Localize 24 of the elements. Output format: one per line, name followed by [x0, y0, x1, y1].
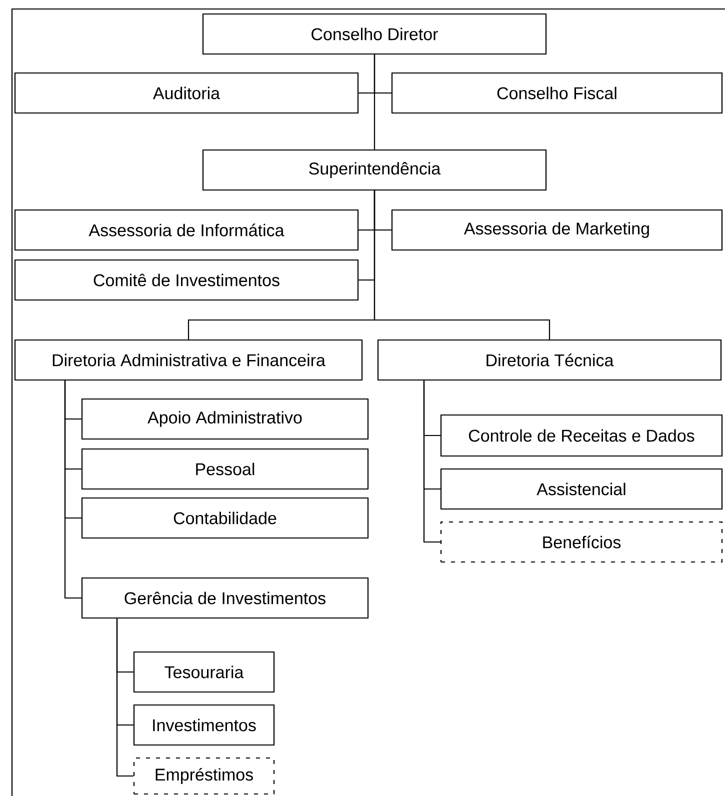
unit-box: Comitê de Investimentos — [14, 259, 359, 301]
unit-box: Conselho Diretor — [202, 13, 547, 55]
unit-box: Superintendência — [202, 149, 547, 191]
unit-box: Investimentos — [133, 704, 275, 746]
unit-box: Tesouraria — [133, 651, 275, 693]
unit-box: Benefícios — [440, 521, 723, 563]
connector-line — [116, 618, 134, 777]
unit-box: Assistencial — [440, 468, 723, 510]
unit-box: Apoio Administrativo — [81, 398, 369, 440]
unit-box: Auditoria — [14, 72, 359, 114]
unit-box: Conselho Fiscal — [391, 72, 723, 114]
connector-line — [64, 380, 82, 599]
connector-line — [374, 54, 376, 150]
unit-box: Empréstimos — [133, 757, 275, 795]
unit-box: Contabilidade — [81, 497, 369, 539]
unit-box: Diretoria Administrativa e Financeira — [14, 339, 363, 381]
unit-box: Controle de Receitas e Dados — [440, 414, 723, 457]
connector-line — [374, 190, 550, 340]
unit-box: Pessoal — [81, 448, 369, 490]
unit-box: Assessoria de Marketing — [391, 209, 723, 251]
unit-box: Assessoria de Informática — [14, 209, 359, 251]
unit-box: Gerência de Investimentos — [81, 577, 369, 619]
unit-box: Diretoria Técnica — [377, 339, 722, 381]
connector-line — [423, 380, 440, 543]
